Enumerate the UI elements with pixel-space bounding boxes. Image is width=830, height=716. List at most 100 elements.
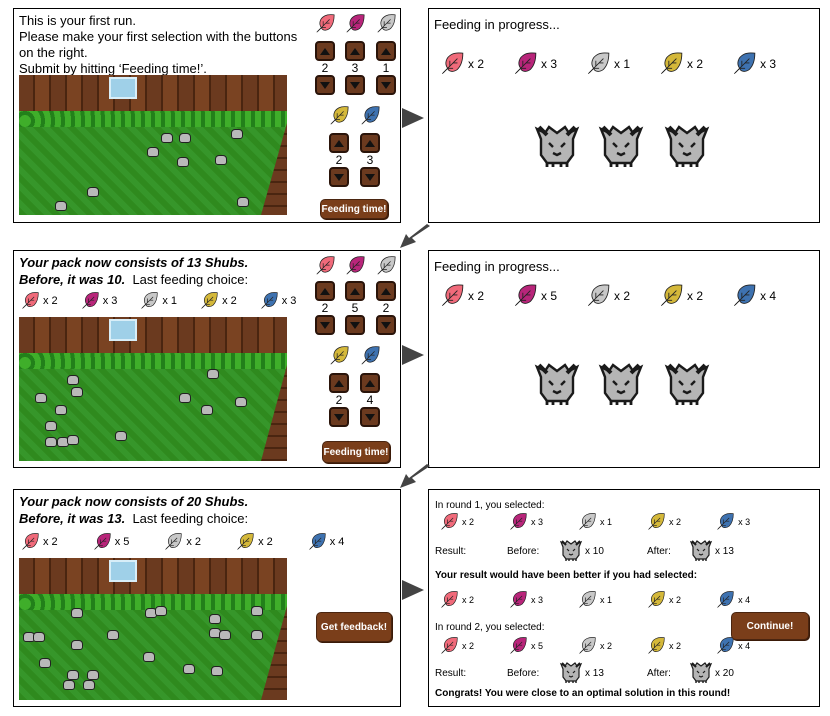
shub-eating-icon xyxy=(533,121,581,169)
leaf-count-item: x 1 xyxy=(577,590,612,610)
magenta-leaf-icon xyxy=(508,636,528,656)
shub-sprite xyxy=(179,133,191,143)
gold-leaf-icon xyxy=(199,291,219,311)
leaf-count-item: x 2 xyxy=(439,590,474,610)
round2-label: In round 2, you selected: xyxy=(435,622,545,633)
before-label: Before: xyxy=(507,546,540,557)
shub-sprite xyxy=(63,680,75,690)
increase-button[interactable] xyxy=(315,281,335,301)
increase-button[interactable] xyxy=(329,373,349,393)
last-choice-row: x 2 x 3 x 1 x 2 x 3 xyxy=(20,291,296,311)
last-choice-label: Last feeding choice: xyxy=(132,511,249,526)
shub-sprite xyxy=(45,421,57,431)
decrease-button[interactable] xyxy=(376,75,396,95)
silver-leaf-icon xyxy=(585,51,611,77)
stepper-value: 2 xyxy=(335,153,343,167)
game-scene xyxy=(19,317,287,461)
silver-leaf-icon xyxy=(163,532,183,552)
previous-size-text: Before, it was 10. Last feeding choice: xyxy=(19,272,248,288)
increase-button[interactable] xyxy=(360,373,380,393)
pink-leaf-icon xyxy=(20,532,40,552)
continue-button[interactable]: Continue! xyxy=(731,612,809,640)
shub-sprite xyxy=(231,129,243,139)
leaf-count-item: x 3 xyxy=(731,51,776,77)
feeding-time-button[interactable]: Feeding time! xyxy=(322,441,390,463)
increase-button[interactable] xyxy=(329,133,349,153)
leaf-count: x 2 xyxy=(669,595,682,605)
leaf-count: x 2 xyxy=(43,295,58,307)
silver-leaf-icon xyxy=(577,512,597,532)
decrease-button[interactable] xyxy=(329,167,349,187)
leaf-count: x 1 xyxy=(162,295,178,307)
leaf-count: x 2 xyxy=(258,536,273,548)
leaf-count-item: x 1 xyxy=(577,512,612,532)
silver-leaf-icon xyxy=(139,291,159,311)
last-choice-label: Last feeding choice: xyxy=(132,272,249,287)
leaf-count: x 4 xyxy=(738,641,751,651)
shub-sprite xyxy=(71,387,83,397)
leaf-count: x 2 xyxy=(600,641,613,651)
increase-button[interactable] xyxy=(360,133,380,153)
leaf-count: x 2 xyxy=(462,517,475,527)
decrease-button[interactable] xyxy=(315,315,335,335)
blue-leaf-icon xyxy=(731,51,757,77)
leaf-count-item: x 1 xyxy=(585,51,630,77)
leaf-count-item: x 3 xyxy=(512,51,557,77)
leaf-count: x 4 xyxy=(329,536,345,548)
panel-feedback: In round 1, you selected: x 2 x 3 x 1 x … xyxy=(428,489,820,707)
gold-leaf-icon xyxy=(646,512,666,532)
increase-button[interactable] xyxy=(376,281,396,301)
arrow-down-left-icon xyxy=(400,224,430,248)
stepper-value: 1 xyxy=(382,61,390,75)
arrow-down-left-icon xyxy=(400,464,430,488)
shub-sprite xyxy=(219,630,231,640)
feeding-time-button[interactable]: Feeding time! xyxy=(320,199,388,219)
increase-button[interactable] xyxy=(376,41,396,61)
arrow-right-icon xyxy=(402,345,424,365)
shub-sprite xyxy=(71,640,83,650)
silver-leaf-stepper: 1 xyxy=(374,41,398,95)
increase-button[interactable] xyxy=(345,281,365,301)
shub-sprite xyxy=(207,369,219,379)
increase-button[interactable] xyxy=(345,41,365,61)
shub-icon xyxy=(689,660,713,684)
shub-sprite xyxy=(67,435,79,445)
leaf-count-item: x 2 xyxy=(439,636,474,656)
leaf-count-item: x 3 xyxy=(80,291,117,311)
gold-leaf-icon xyxy=(328,105,350,127)
leaf-count-item: x 2 xyxy=(646,636,681,656)
pink-leaf-icon xyxy=(439,51,465,77)
leaf-count: x 2 xyxy=(687,57,704,71)
get-feedback-button[interactable]: Get feedback! xyxy=(316,612,392,642)
result-label: Result: xyxy=(435,546,467,557)
leaf-count-item: x 2 xyxy=(439,512,474,532)
feeding-title: Feeding in progress... xyxy=(434,259,560,274)
shub-eating-icon xyxy=(663,359,711,407)
leaf-count: x 2 xyxy=(614,289,631,303)
decrease-button[interactable] xyxy=(360,167,380,187)
magenta-leaf-icon xyxy=(344,13,366,35)
leaf-count-item: x 4 xyxy=(715,636,750,656)
after-label: After: xyxy=(647,668,671,679)
leaf-count-item: x 2 xyxy=(20,532,58,552)
pack-size-text: Your pack now consists of 13 Shubs. xyxy=(19,255,249,270)
decrease-button[interactable] xyxy=(345,315,365,335)
decrease-button[interactable] xyxy=(360,407,380,427)
decrease-button[interactable] xyxy=(376,315,396,335)
blue-leaf-icon xyxy=(307,532,327,552)
increase-button[interactable] xyxy=(315,41,335,61)
magenta-leaf-icon xyxy=(92,532,112,552)
arrow-right-icon xyxy=(402,108,424,128)
after-label: After: xyxy=(647,546,671,557)
decrease-button[interactable] xyxy=(345,75,365,95)
decrease-button[interactable] xyxy=(315,75,335,95)
pink-leaf-icon xyxy=(439,283,465,309)
blue-leaf-icon xyxy=(731,283,757,309)
shub-sprite xyxy=(215,155,227,165)
leaf-count-item: x 2 xyxy=(658,283,703,309)
instruction-line: This is your first run. xyxy=(19,13,137,28)
silver-leaf-icon xyxy=(375,13,397,35)
panel-round-2: Your pack now consists of 13 Shubs. Befo… xyxy=(13,250,401,468)
decrease-button[interactable] xyxy=(329,407,349,427)
shub-sprite xyxy=(35,393,47,403)
